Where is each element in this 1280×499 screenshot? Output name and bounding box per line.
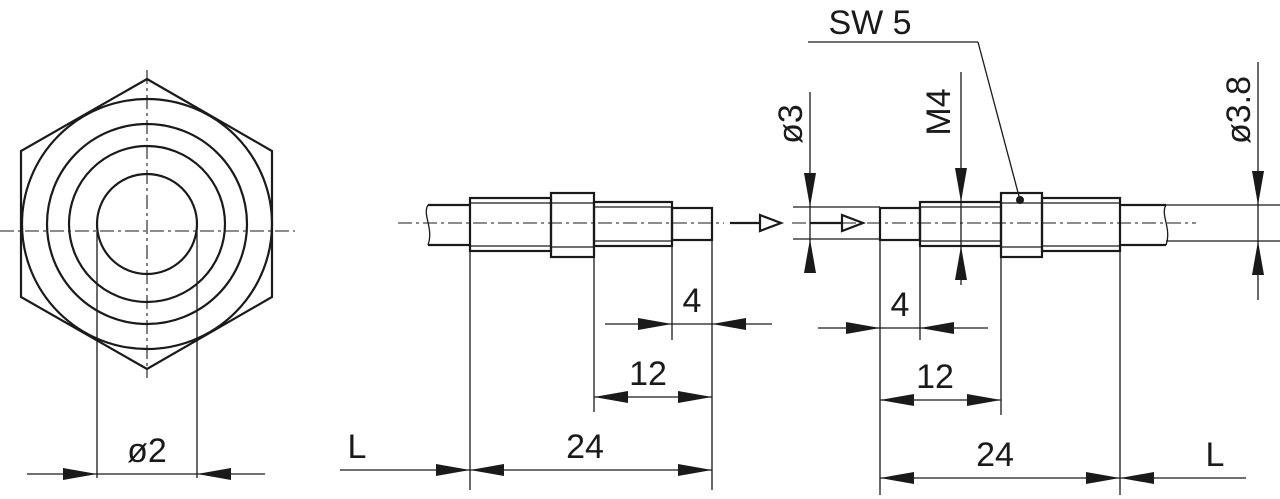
right-total-dim-label: 24 [976, 436, 1014, 474]
bore-dim-label: ø2 [127, 432, 167, 470]
arrowhead [197, 468, 231, 480]
tube-dia-label: ø3.8 [1220, 76, 1258, 144]
insert-arrowhead [758, 213, 785, 233]
left-mid-dim-label: 12 [629, 355, 667, 393]
right-length-label: L [1206, 436, 1225, 474]
insert-arrowhead [840, 213, 867, 233]
tip-section [670, 206, 714, 242]
body-section [468, 196, 553, 253]
pin-dia-label: ø3 [772, 104, 810, 144]
tube-break [425, 204, 431, 246]
hex-outline [19, 77, 274, 371]
thread-section [592, 200, 674, 248]
thread-label: M4 [920, 88, 958, 135]
right-side-view: ø3 M4 ø3.8 SW 5 4 12 24 [772, 4, 1280, 495]
left-total-dim-label: 24 [566, 428, 604, 466]
arrowhead [63, 468, 97, 480]
wrench-size-label: SW 5 [828, 4, 911, 42]
tube-break [1163, 204, 1169, 246]
right-mid-dim-label: 12 [916, 358, 954, 396]
right-tip-dim-label: 4 [891, 286, 910, 324]
tip-section [878, 206, 922, 242]
left-length-label: L [348, 428, 367, 466]
body-section [1040, 196, 1122, 253]
hex-end-view: ø2 [0, 70, 295, 480]
left-side-view: 4 12 L 24 [340, 191, 785, 490]
left-tip-dim-label: 4 [683, 282, 702, 320]
